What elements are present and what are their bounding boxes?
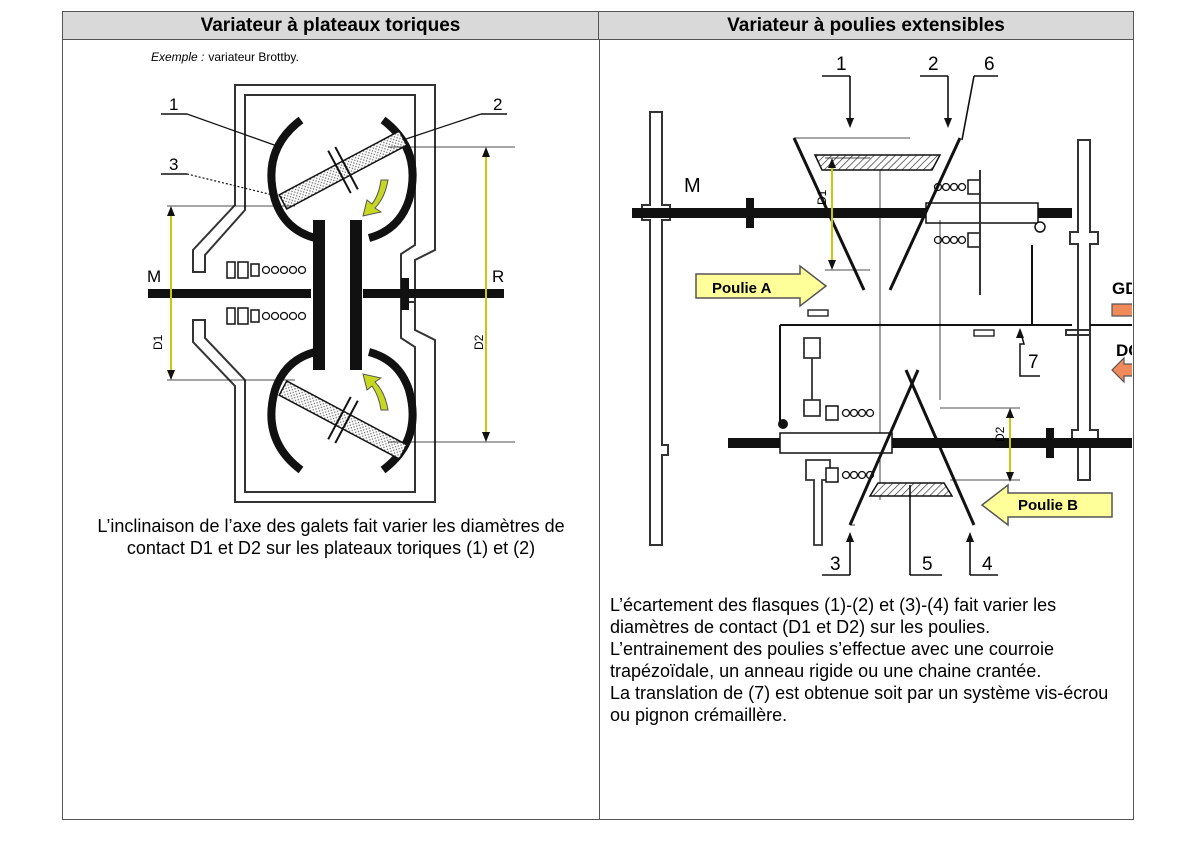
- label-6: 6: [984, 54, 995, 75]
- spring-top: [933, 170, 981, 295]
- example-prefix: Exemple :: [151, 50, 204, 64]
- left-column-header: Variateur à plateaux toriques: [63, 12, 599, 40]
- spring-assembly-top: [226, 261, 307, 279]
- housing-outline: [192, 84, 436, 303]
- poulie-b-label: Poulie B: [1018, 497, 1078, 514]
- flank-3: [848, 369, 920, 526]
- right-column-header: Variateur à poulies extensibles: [599, 12, 1133, 40]
- label-3: 3: [830, 554, 841, 575]
- left-caption: L’inclinaison de l’axe des galets fait v…: [97, 516, 565, 558]
- right-caption-line-3: La translation de (7) est obtenue soit p…: [610, 683, 1109, 725]
- comparison-table: Variateur à plateaux toriques Variateur …: [62, 11, 1134, 820]
- motor-frame: [641, 111, 671, 546]
- motor-shaft: [632, 208, 1072, 218]
- label-2: 2: [493, 95, 502, 114]
- spring-bottom: [825, 405, 875, 483]
- label-2: 2: [928, 54, 939, 75]
- spring-assembly-bottom: [226, 307, 307, 325]
- receiver-frame: [1065, 139, 1099, 481]
- label-1: 1: [836, 54, 847, 75]
- example-name: variateur Brottby.: [208, 50, 298, 64]
- label-3: 3: [169, 155, 178, 174]
- belt-top: [813, 154, 942, 171]
- label-gd: GD: [1112, 279, 1132, 298]
- mid-frame: [803, 337, 821, 417]
- label-r: R: [492, 267, 504, 286]
- gd-arrow: [1111, 303, 1132, 317]
- flank-4: [904, 369, 976, 526]
- label-m: M: [147, 267, 161, 286]
- right-caption-line-1: L’écartement des flasques (1)-(2) et (3)…: [610, 595, 1057, 637]
- right-caption-line-2: L’entrainement des poulies s’effectue av…: [610, 639, 1054, 681]
- rotation-arrow-top: [362, 179, 389, 217]
- svg-text:Exemple :variateur Brottby.: Exemple : variateur Brottby.: [151, 50, 299, 64]
- belt-bottom: [868, 482, 954, 497]
- poulie-a-label: Poulie A: [712, 280, 772, 297]
- roller-top: [278, 129, 408, 211]
- toroidal-variator-diagram: Exemple : variateur Brottby.: [147, 50, 515, 503]
- flank-2: [888, 137, 962, 291]
- poulie-a-arrow: [695, 264, 828, 308]
- pulley-variator-diagram: 1 2 6 7 3 5 4 M R GD DG D1 D2 Poulie A P…: [632, 54, 1132, 576]
- label-dg: DG: [1116, 341, 1132, 360]
- dg-arrow: [1111, 356, 1132, 384]
- label-1: 1: [169, 95, 178, 114]
- label-d2: D2: [993, 426, 1007, 442]
- receiver-shaft: [728, 438, 1132, 448]
- label-5: 5: [922, 554, 933, 575]
- label-d2: D2: [472, 334, 486, 350]
- label-d1: D1: [151, 334, 165, 350]
- label-4: 4: [982, 554, 993, 575]
- right-caption: L’écartement des flasques (1)-(2) et (3)…: [610, 594, 1110, 726]
- torus-plate-1: [267, 116, 317, 242]
- label-m: M: [684, 175, 701, 197]
- poulie-b-arrow: [980, 483, 1113, 527]
- label-d1: D1: [815, 189, 829, 205]
- torus-plate-3: [267, 348, 317, 474]
- rotation-arrow-bottom: [362, 373, 389, 411]
- column-divider: [599, 40, 600, 819]
- label-7: 7: [1028, 352, 1039, 373]
- flank-1: [792, 137, 866, 291]
- roller-bottom: [278, 379, 408, 461]
- housing-outline-bottom: [192, 289, 436, 503]
